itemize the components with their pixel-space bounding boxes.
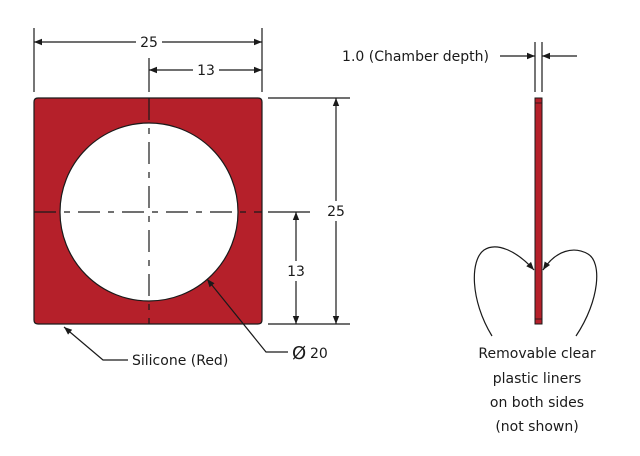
material-label: Silicone (Red) xyxy=(132,353,228,369)
liner-note-line-4: (not shown) xyxy=(495,419,578,435)
dim-width-half-label: 13 xyxy=(197,63,215,79)
silicone-gasket xyxy=(33,97,263,325)
diameter-value: 20 xyxy=(310,346,328,362)
side-view-body xyxy=(534,97,543,325)
liner-note-line-3: on both sides xyxy=(490,395,584,411)
liner-note-line-2: plastic liners xyxy=(493,371,582,387)
liner-leader-right xyxy=(542,249,598,337)
dim-width-total-label: 25 xyxy=(140,35,158,51)
dim-height-total-label: 25 xyxy=(327,204,345,220)
liner-note-line-1: Removable clear xyxy=(478,346,595,362)
diameter-leader xyxy=(206,278,288,353)
material-leader xyxy=(63,326,128,361)
dim-height-half-label: 13 xyxy=(287,264,305,280)
liner-leader-left xyxy=(473,246,535,337)
diameter-symbol: Ø xyxy=(292,343,306,364)
depth-label: 1.0 (Chamber depth) xyxy=(342,49,489,65)
